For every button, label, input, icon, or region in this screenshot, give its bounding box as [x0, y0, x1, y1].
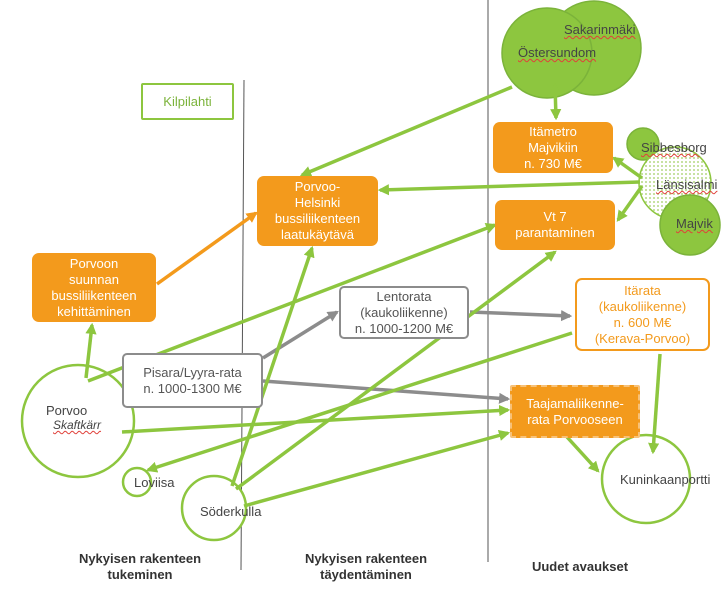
itametro-box: Itämetro Majvikiin n. 730 M€ — [493, 122, 613, 173]
arrow-soderkulla-to-taajama — [243, 429, 511, 508]
arrow-porvoo-to-taajama — [121, 404, 511, 434]
arrow-pisara-to-lentorata — [262, 310, 339, 360]
lentorata-box: Lentorata (kaukoliikenne) n. 1000-1200 M… — [339, 286, 469, 339]
column-label-uudet-avaukset: Uudet avaukset — [531, 559, 629, 574]
arrow-soderkulla-to-laatukaytava — [230, 245, 315, 487]
arrow-ostersundom-to-laatukaytava — [299, 85, 513, 177]
arrow-itarata-to-loviisa — [145, 331, 573, 473]
loviisa-label: Loviisa — [134, 475, 175, 490]
soderkulla-circle — [180, 474, 248, 542]
sakarinmaki-label: Sakarinmäki — [564, 22, 636, 37]
pisara-lyyra-box: Pisara/Lyyra-rata n. 1000-1300 M€ — [122, 353, 263, 408]
majvik-label: Majvik — [676, 216, 713, 231]
skaftkarr-label: Skaftkärr — [53, 418, 102, 432]
arrow-lentorata-to-itarata — [469, 310, 573, 322]
arrow-lansisalmi-to-itametro — [612, 156, 644, 180]
arrow-lansisalmi-to-laatukaytava — [377, 180, 641, 196]
vt7-box: Vt 7 parantaminen — [495, 200, 615, 250]
arrow-soderkulla-to-vt7 — [234, 250, 557, 491]
arrow-bussi-to-laatukaytava — [155, 211, 258, 286]
arrow-pisara-to-taajama — [262, 379, 511, 404]
column-divider-1 — [240, 79, 245, 571]
loviisa-circle — [121, 466, 153, 498]
sibbesborg-circle — [626, 127, 660, 161]
lansisalmi-label: Länsisalmi — [656, 177, 718, 192]
porvoo-circle — [20, 363, 136, 479]
kuninkaanportti-circle — [600, 433, 692, 525]
taajamaliikennerata-box: Taajamaliikenne- rata Porvooseen — [510, 385, 640, 438]
itarata-box: Itärata (kaukoliikenne) n. 600 M€ (Kerav… — [575, 278, 710, 351]
ostersundom-label: Östersundom — [518, 45, 597, 60]
arrow-porvoo-to-bussi — [84, 322, 97, 379]
porvoon-bussiliikenne-box: Porvoon suunnan bussiliikenteen kehittäm… — [32, 253, 156, 322]
ostersundom-circle — [501, 7, 593, 99]
column-label-tukeminen: Nykyisen rakenteen tukeminen — [78, 551, 202, 582]
porvoo-helsinki-laatukaytava-box: Porvoo- Helsinki bussiliikenteen laatukä… — [257, 176, 378, 246]
kuninkaanportti-label: Kuninkaanportti — [620, 472, 711, 487]
arrow-taajama-to-kuninkaanportti — [565, 435, 600, 473]
kilpilahti-box: Kilpilahti — [141, 83, 234, 120]
arrow-itarata-to-kuninkaanportti — [648, 353, 662, 455]
arrow-lansisalmi-to-vt7 — [616, 184, 644, 222]
column-label-taydentaminen: Nykyisen rakenteen täydentäminen — [304, 551, 428, 582]
sibbesborg-label: Sibbesborg — [641, 140, 707, 155]
majvik-circle — [659, 194, 721, 256]
porvoo-label: Porvoo — [46, 403, 88, 418]
soderkulla-label: Söderkulla — [200, 504, 262, 519]
arrow-ostersundom-itametro — [549, 82, 562, 121]
